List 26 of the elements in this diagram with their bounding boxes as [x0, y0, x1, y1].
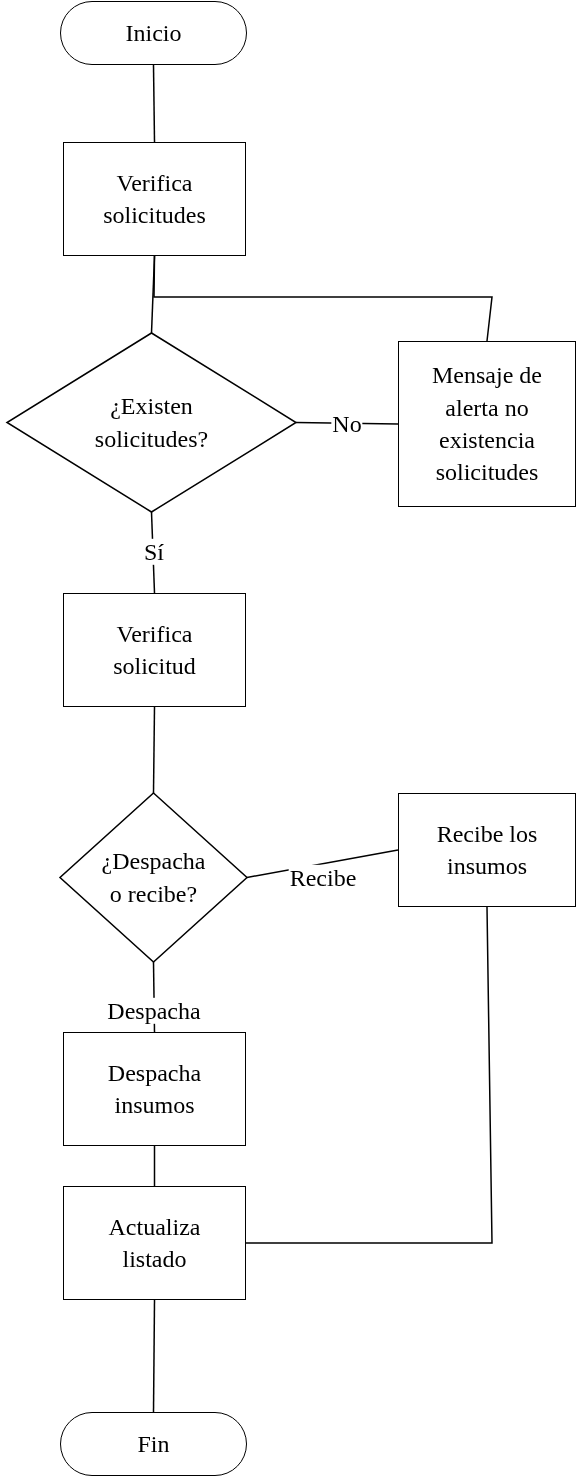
- node-label: Despacha insumos: [106, 1058, 203, 1120]
- node-label: Verifica solicitud: [112, 619, 197, 681]
- node-label: Mensaje de alerta no existencia solicitudes: [431, 361, 543, 488]
- process-box: [63, 1186, 246, 1300]
- connector-line: [152, 1299, 156, 1413]
- process-box: [63, 142, 246, 256]
- connector-line: [153, 1145, 156, 1187]
- process-box: [63, 593, 246, 707]
- decision-diamond: [7, 333, 296, 512]
- node-label: Actualiza listado: [107, 1212, 202, 1274]
- node-label: Verifica solicitudes: [102, 168, 207, 230]
- connector-line: [153, 255, 493, 342]
- process-box: [398, 341, 576, 507]
- node-label: Inicio: [125, 18, 182, 48]
- connector-line: [245, 906, 493, 1244]
- process-box: [63, 1032, 246, 1146]
- connector-line: [152, 64, 156, 143]
- connector-line: [152, 706, 156, 794]
- decision-diamond: [60, 793, 247, 962]
- node-label: Recibe los insumos: [435, 819, 539, 881]
- node-label: ¿Existen solicitudes?: [93, 392, 210, 454]
- process-box: [398, 793, 576, 907]
- edge-label: Despacha: [106, 997, 202, 1025]
- node-label: Fin: [137, 1429, 170, 1459]
- node-label: ¿Despacha o recibe?: [100, 847, 207, 909]
- edge-label: Sí: [143, 538, 165, 566]
